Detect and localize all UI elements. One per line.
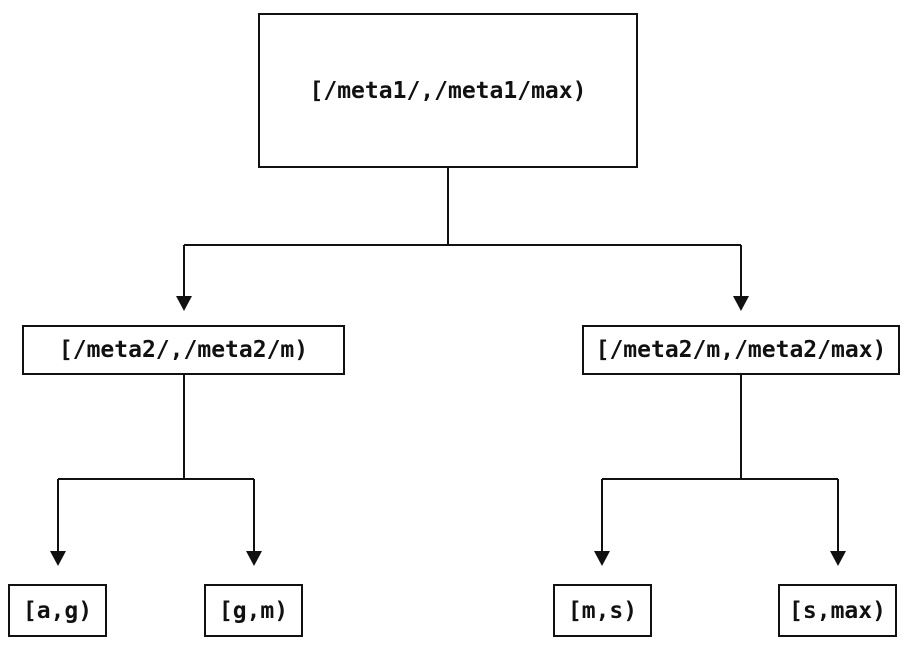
edge-root-to-level2 <box>176 168 749 311</box>
tree-node-root: [/meta1/,/meta1/max) <box>258 13 638 168</box>
node-label: [/meta2/m,/meta2/max) <box>595 337 887 363</box>
node-label: [g,m) <box>218 597 289 624</box>
tree-leaf-m-s: [m,s) <box>553 584 652 637</box>
tree-leaf-g-m: [g,m) <box>204 584 303 637</box>
tree-leaf-a-g: [a,g) <box>8 584 107 637</box>
arrowhead-down-icon <box>830 551 846 566</box>
node-label: [m,s) <box>567 597 638 624</box>
edge-left-to-leaves <box>50 375 262 566</box>
edge-right-to-leaves <box>594 375 846 566</box>
tree-leaf-s-max: [s,max) <box>778 584 897 637</box>
tree-node-meta2-low: [/meta2/,/meta2/m) <box>22 325 345 375</box>
arrowhead-down-icon <box>733 296 749 311</box>
arrowhead-down-icon <box>246 551 262 566</box>
node-label: [/meta2/,/meta2/m) <box>58 337 309 363</box>
tree-node-meta2-high: [/meta2/m,/meta2/max) <box>582 325 900 375</box>
arrowhead-down-icon <box>176 296 192 311</box>
node-label: [/meta1/,/meta1/max) <box>309 77 587 104</box>
arrowhead-down-icon <box>594 551 610 566</box>
node-label: [s,max) <box>789 597 886 624</box>
node-label: [a,g) <box>22 597 93 624</box>
arrowhead-down-icon <box>50 551 66 566</box>
